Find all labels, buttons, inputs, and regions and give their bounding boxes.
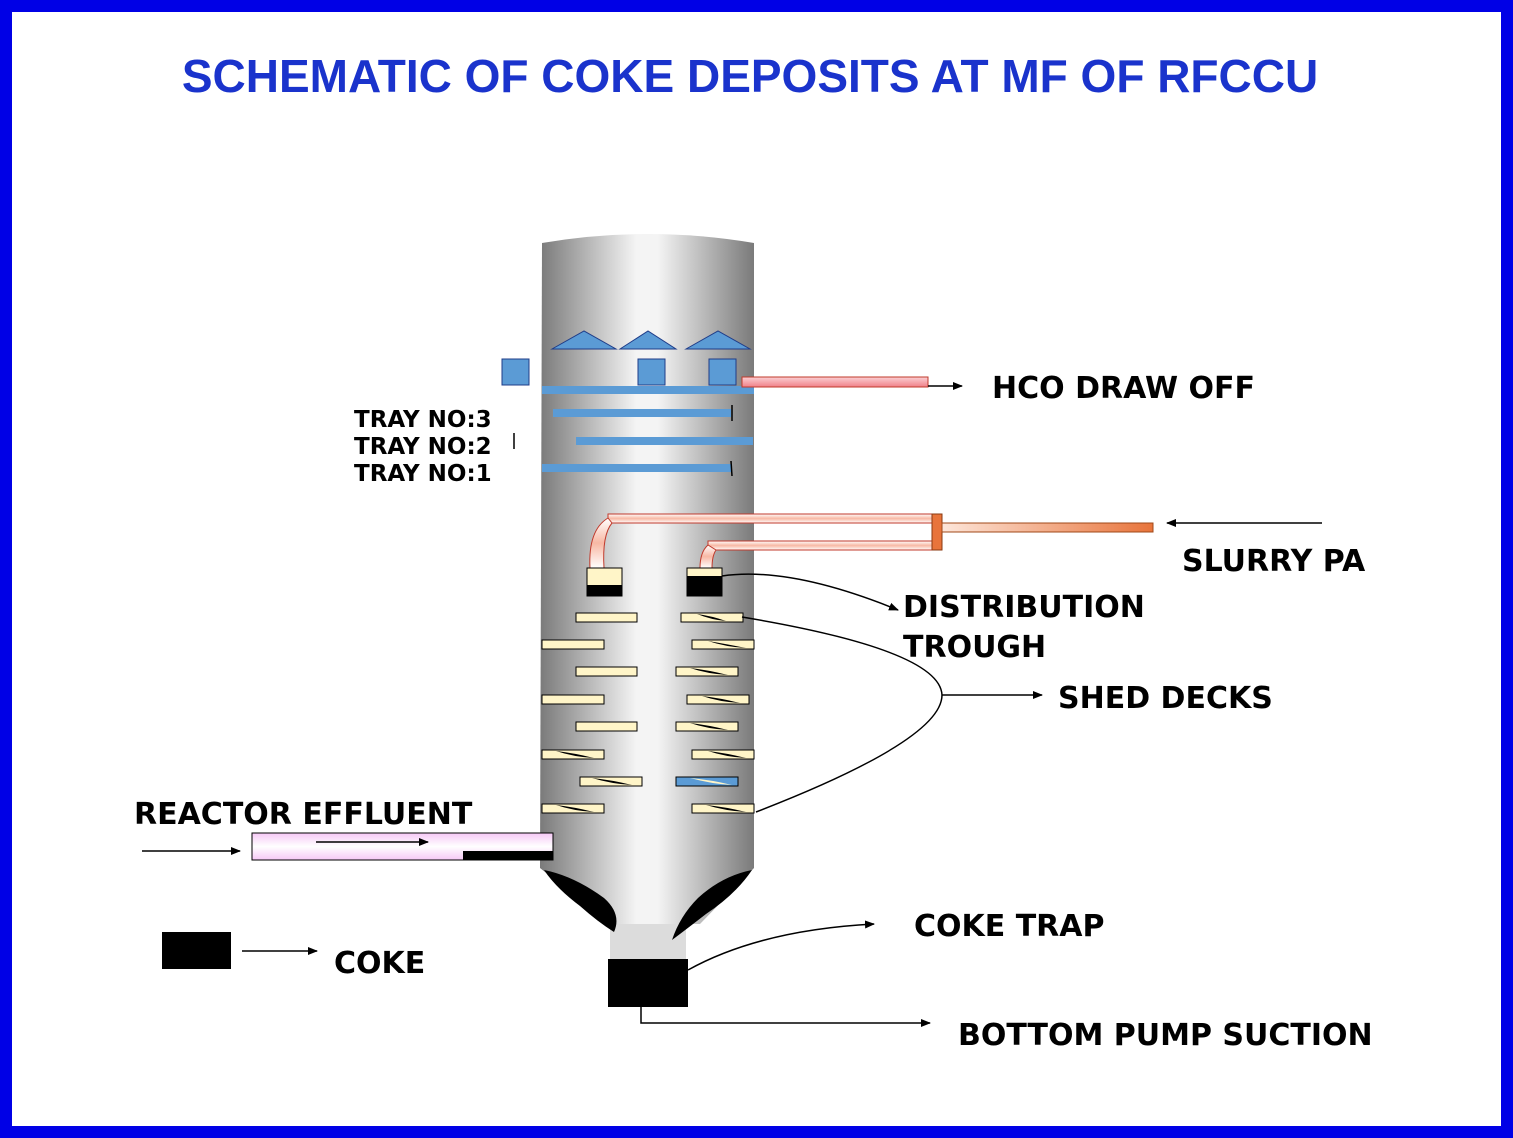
- coke-trap-label: COKE TRAP: [914, 909, 1104, 944]
- tray-1: [542, 464, 731, 472]
- slurry-pa-piping: [589, 513, 1154, 569]
- tray-3: [553, 409, 731, 417]
- reactor-effluent-label: REACTOR EFFLUENT: [134, 797, 473, 832]
- hco-draw-off-label: HCO DRAW OFF: [992, 371, 1255, 406]
- shed-decks-label: SHED DECKS: [1058, 681, 1273, 716]
- draw-off-boxes: [501, 358, 737, 386]
- tray-3-label: TRAY NO:3: [354, 407, 492, 433]
- coke-trap-block: [608, 959, 688, 1007]
- bottom-pump-suction-label: BOTTOM PUMP SUCTION: [958, 1018, 1373, 1053]
- coke-legend-label: COKE: [334, 946, 425, 981]
- coke-trap-leader: [687, 920, 875, 971]
- page-title: SCHEMATIC OF COKE DEPOSITS AT MF OF RFCC…: [182, 50, 1318, 102]
- hco-draw-off-pipe: [741, 376, 929, 388]
- shed-deck-coke: [556, 614, 746, 812]
- slurry-pa-label: SLURRY PA: [1182, 544, 1366, 579]
- bottom-pump-leader: [640, 1007, 931, 1027]
- distribution-leader: [721, 573, 899, 611]
- column-diagram: SCHEMATIC OF COKE DEPOSITS AT MF OF RFCC…: [134, 50, 1373, 1053]
- tray-downcomer-marks: [513, 405, 733, 477]
- trays: [542, 386, 754, 472]
- distribution-trough-label-line1: DISTRIBUTION: [903, 590, 1145, 625]
- slide: SCHEMATIC OF COKE DEPOSITS AT MF OF RFCC…: [12, 12, 1501, 1126]
- coke-legend-swatch: [162, 932, 231, 969]
- tray-1-label: TRAY NO:1: [354, 461, 492, 487]
- column-boot: [610, 924, 686, 962]
- distribution-trough-label-line2: TROUGH: [903, 630, 1046, 665]
- reactor-effluent-pipe: [251, 832, 554, 861]
- distribution-troughs: [586, 567, 723, 597]
- chimney-tray: [542, 386, 754, 394]
- tray-2-label: TRAY NO:2: [354, 434, 492, 460]
- top-distributors: [550, 330, 752, 350]
- cone-coke-deposits: [544, 870, 752, 940]
- tray-2: [576, 437, 753, 445]
